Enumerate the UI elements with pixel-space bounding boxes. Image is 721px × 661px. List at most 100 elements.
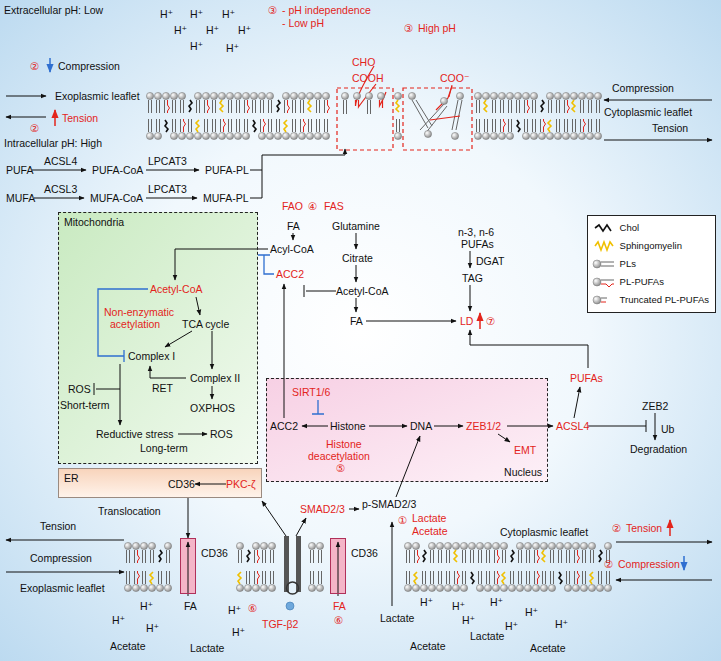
cholesterol: [277, 100, 280, 112]
lipid-head: [460, 542, 467, 549]
lipid-tail: [462, 571, 463, 584]
lipid-tail: [599, 119, 600, 132]
pathway-label: H⁺: [112, 614, 125, 626]
path-part: [304, 285, 336, 297]
lipid-head: [604, 584, 611, 591]
pufa-tail: [264, 119, 266, 132]
pathway-label: LPCAT3: [148, 155, 187, 167]
lipid-tail: [481, 571, 482, 584]
legend-sample: [592, 239, 616, 253]
lipid-tail: [585, 550, 586, 563]
lipid-tail: [599, 100, 600, 113]
pathway-label: Lactate: [380, 612, 414, 624]
lipid-tail: [231, 119, 232, 132]
node-title: Mitochondria: [64, 216, 124, 228]
lipid-tail: [204, 119, 205, 132]
lipid-head: [524, 542, 531, 549]
sphingomyelin: [396, 100, 399, 112]
pathway-label: DGAT: [476, 255, 504, 267]
lipid-head: [412, 584, 419, 591]
lipid-head: [314, 132, 321, 139]
lipid-tail: [262, 550, 263, 563]
lipid-head: [516, 584, 523, 591]
lipid-tail: [495, 100, 496, 113]
lipid-tail: [321, 571, 322, 584]
pathway-label: H⁺: [228, 604, 241, 616]
lipid-tail: [295, 100, 296, 113]
lipid-head: [146, 132, 153, 139]
path-part: [250, 149, 345, 198]
lipid-tail: [588, 119, 589, 132]
lipid-tail: [265, 550, 266, 563]
pathway-label: ZEB1/2: [466, 420, 501, 432]
lipid-tail: [308, 119, 309, 132]
pathway-label: H⁺: [146, 622, 159, 634]
pathway-label: - pH independence: [282, 4, 371, 16]
lipid-head: [186, 132, 193, 139]
lipid-tail: [159, 100, 160, 113]
lipid-tail: [319, 100, 320, 113]
lipid-head: [546, 132, 553, 139]
lipid-tail: [406, 550, 407, 563]
lipid-tail: [303, 100, 304, 113]
lipid-tail: [145, 550, 146, 563]
lipid-head: [586, 92, 593, 99]
lipid-tail: [295, 119, 296, 132]
pathway-label: Complex I: [128, 350, 175, 362]
lipid-tail: [574, 571, 575, 584]
lipid-tail: [566, 550, 567, 563]
carboxylate-stem: [449, 85, 452, 97]
pathway-label: ACC2: [276, 268, 304, 280]
lipid-tail: [511, 100, 512, 113]
lipid-tail: [582, 550, 583, 563]
lipid-head: [250, 92, 257, 99]
path-part: [188, 542, 189, 596]
lipid-tail: [175, 119, 176, 132]
lipid-tail: [212, 119, 213, 132]
lipid-tail: [406, 571, 407, 584]
lipid-head: [218, 132, 225, 139]
lipid-tail: [548, 100, 549, 113]
lipid-head: [564, 584, 571, 591]
circle-part: [593, 260, 601, 268]
lipid-head: [492, 584, 499, 591]
lipid-tail: [521, 550, 522, 563]
pathway-label: DNA: [410, 420, 432, 432]
lipid-tail: [532, 100, 533, 113]
pufa-tail: [168, 100, 170, 113]
lipid-tail: [166, 550, 167, 563]
lipid-tail: [585, 571, 586, 584]
pathway-label: - Low pH: [282, 17, 324, 29]
lipid-head: [532, 584, 539, 591]
lipid-tail: [510, 571, 511, 584]
legend-row: Truncated PL-PUFAs: [592, 291, 709, 309]
pathway-label: H⁺: [490, 596, 503, 608]
pufa-tail: [328, 100, 330, 113]
lipid-head: [146, 92, 153, 99]
lipid-head: [580, 542, 587, 549]
lipid-tail: [524, 119, 525, 132]
pathway-label: H⁺: [555, 618, 568, 630]
lipid-head: [580, 584, 587, 591]
lipid-head: [266, 92, 273, 99]
pathway-label: Complex II: [190, 372, 240, 384]
lipid-tail: [129, 571, 130, 584]
compartment-fill: [266, 378, 548, 482]
path-part: [212, 386, 213, 399]
lipid-head: [308, 542, 315, 549]
lipid-tail: [502, 550, 503, 563]
lipid-head: [316, 584, 323, 591]
lipid-head: [252, 542, 259, 549]
lipid-tail: [425, 571, 426, 584]
lipid-head: [500, 584, 507, 591]
lipid-tail: [503, 100, 504, 113]
lipid-head: [594, 92, 601, 99]
lipid-head: [242, 132, 249, 139]
pathway-label: H⁺: [174, 24, 187, 36]
lipid-tail: [316, 119, 317, 132]
pathway-label: H⁺: [206, 24, 219, 36]
path-part: [338, 542, 339, 596]
lipid-tail: [580, 119, 581, 132]
tgf-receptor: [284, 536, 301, 610]
lipid-tail: [430, 550, 431, 563]
